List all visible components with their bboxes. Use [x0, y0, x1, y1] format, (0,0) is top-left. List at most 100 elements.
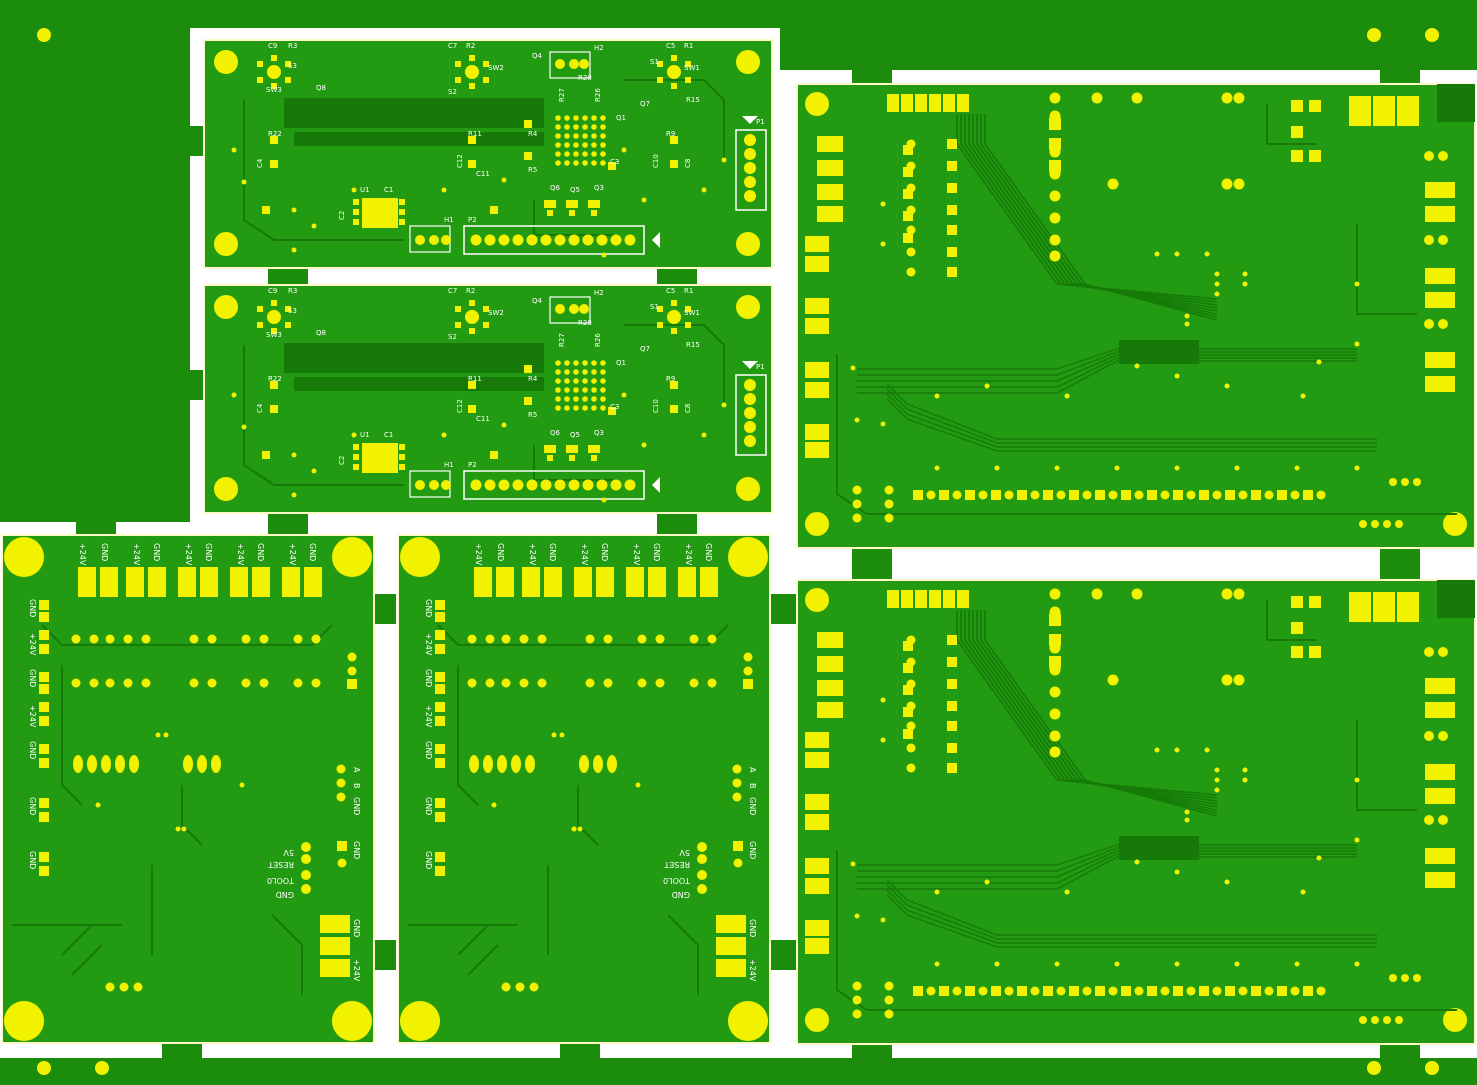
silk-label-sw2: SW2: [488, 64, 504, 72]
mounting-hole: [214, 477, 238, 501]
breakaway-tab: [1380, 70, 1420, 84]
smd-pad: [468, 160, 476, 168]
connector-pad: [435, 716, 445, 726]
pad: [336, 764, 346, 774]
trace: [61, 924, 93, 956]
pad: [1413, 974, 1421, 982]
silk-label-r15: R15: [686, 341, 700, 349]
breakaway-tab: [657, 266, 697, 286]
connector-pad: [39, 672, 49, 682]
pad: [1371, 1016, 1379, 1024]
bga-ball: [573, 133, 579, 139]
bga-ball: [582, 133, 588, 139]
bga-ball: [564, 160, 570, 166]
header-pin: [415, 480, 425, 490]
silk-label: GND: [256, 543, 265, 561]
smd-pad: [353, 219, 359, 225]
silk-label-p1: P1: [756, 363, 765, 371]
bga-ball: [555, 369, 561, 375]
silk-label-h1: H1: [444, 461, 454, 469]
trace: [886, 884, 1377, 940]
pad: [1069, 986, 1079, 996]
bga-ball: [582, 378, 588, 384]
connector-pad: [435, 744, 445, 754]
trace: [624, 324, 725, 405]
header-pin: [579, 304, 589, 314]
pad: [1233, 674, 1245, 686]
pad: [1424, 815, 1434, 825]
silk-label-r4: R4: [528, 130, 538, 138]
pad: [906, 679, 916, 689]
pad: [467, 634, 477, 644]
silk-label-r5: R5: [528, 411, 537, 419]
silk-label-c11: C11: [476, 170, 490, 178]
terminal-pad: [817, 680, 843, 696]
pad: [1160, 490, 1170, 500]
silk-label: B: [352, 783, 361, 789]
silk-label-r5: R5: [528, 166, 537, 174]
bga-ball: [555, 160, 561, 166]
mounting-hole: [736, 477, 760, 501]
trace-bus: [956, 114, 1218, 300]
smd-pad: [469, 55, 475, 61]
pad: [1291, 646, 1303, 658]
connector-pad: [435, 600, 445, 610]
terminal-pad: [805, 814, 829, 830]
via: [984, 383, 990, 389]
connector-pad: [39, 852, 49, 862]
pad: [1030, 986, 1040, 996]
trace-bus: [968, 114, 1218, 309]
silk-label: GND: [352, 919, 361, 937]
via: [231, 147, 237, 153]
pad: [852, 499, 862, 509]
trace: [857, 360, 1357, 394]
pad: [1373, 592, 1395, 622]
tooling-hole: [37, 28, 51, 42]
terminal-pad: [805, 424, 829, 440]
bga-ball: [555, 151, 561, 157]
terminal-pad: [126, 567, 144, 597]
pad: [467, 678, 477, 688]
trace: [667, 914, 699, 995]
transistor-pad: [566, 200, 578, 208]
pad: [1424, 151, 1434, 161]
bga-ball: [564, 396, 570, 402]
via: [880, 917, 886, 923]
pad: [1424, 235, 1434, 245]
pad: [1212, 986, 1222, 996]
terminal-pad: [1425, 702, 1455, 718]
pad: [71, 678, 81, 688]
trace-bus: [960, 610, 1218, 799]
pad: [141, 634, 151, 644]
trace-bus: [284, 343, 544, 373]
pad: [1395, 1016, 1403, 1024]
pad: [903, 729, 913, 739]
oval-pad: [197, 755, 207, 773]
pad: [1225, 490, 1235, 500]
bga-ball: [600, 160, 606, 166]
pad: [515, 982, 525, 992]
pad: [906, 701, 916, 711]
pad: [1389, 974, 1397, 982]
header-pin: [484, 234, 496, 246]
pad: [1108, 490, 1118, 500]
pad: [1303, 490, 1313, 500]
pad: [1095, 490, 1105, 500]
pad: [485, 678, 495, 688]
terminal-pad: [817, 656, 843, 672]
silk-label-c2: C2: [338, 456, 346, 465]
pad: [906, 161, 916, 171]
header-pin: [624, 479, 636, 491]
silk-label: GND: [496, 543, 505, 561]
via: [1354, 837, 1360, 843]
header-pin: [441, 235, 451, 245]
silk-label-q8: Q8: [316, 329, 326, 337]
via: [601, 497, 607, 503]
silk-label: GND: [748, 919, 757, 937]
breakaway-tab: [268, 266, 308, 286]
silk-label-p1: P1: [756, 118, 765, 126]
silk-label-s3: S3: [288, 62, 297, 70]
silk-label: GND: [748, 797, 757, 815]
pad: [947, 679, 957, 689]
via: [1354, 961, 1360, 967]
